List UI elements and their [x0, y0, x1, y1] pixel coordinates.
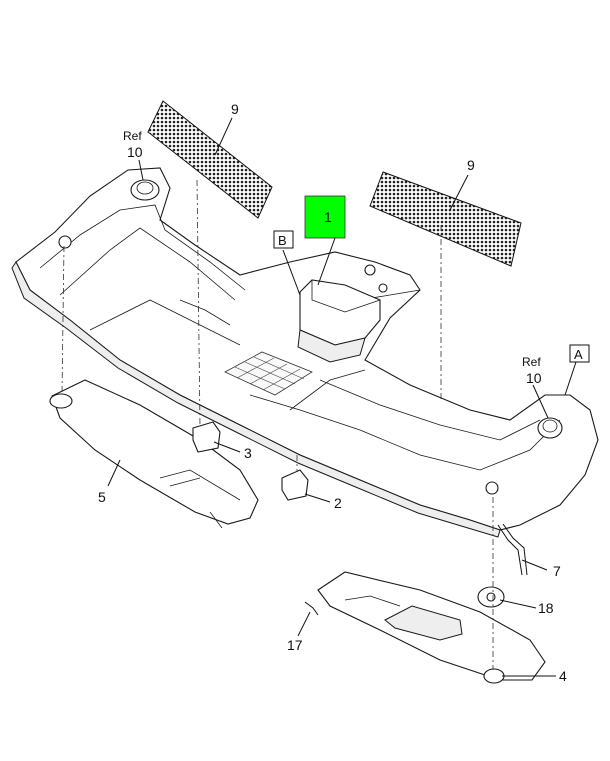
- callout-7: 7: [553, 563, 561, 579]
- view-label-a-box: [569, 344, 590, 363]
- rod-7: [497, 523, 528, 576]
- sun-visor-left: [49, 379, 259, 529]
- sun-visor-right: [317, 571, 546, 684]
- callout-17: 17: [287, 637, 303, 653]
- pivot-bracket-18: [477, 586, 505, 608]
- ref-label-left: Ref: [123, 129, 142, 143]
- rod-17: [304, 601, 319, 616]
- callout-10-right: 10: [526, 370, 542, 386]
- callout-2: 2: [334, 495, 342, 511]
- view-label-b: B: [278, 233, 287, 248]
- callout-1: 1: [324, 209, 332, 225]
- clip-3: [192, 421, 221, 453]
- callout-5: 5: [98, 489, 106, 505]
- part-1-highlight[interactable]: [304, 195, 346, 239]
- callout-4: 4: [559, 668, 567, 684]
- clip-2: [281, 469, 309, 501]
- callout-18: 18: [538, 600, 554, 616]
- view-label-b-box: [273, 230, 294, 249]
- leader-lines: [107, 117, 577, 677]
- callout-10-left: 10: [127, 144, 143, 160]
- view-label-a: A: [574, 347, 583, 362]
- mesh-pad-left: [147, 100, 273, 219]
- console-grid-floor: [224, 351, 313, 396]
- callout-9-left: 9: [231, 101, 239, 117]
- alignment-lines: [61, 179, 494, 670]
- console-trim-panel: [11, 167, 599, 538]
- callout-3: 3: [244, 445, 252, 461]
- ref-label-right: Ref: [522, 355, 541, 369]
- callout-9-right: 9: [467, 157, 475, 173]
- mesh-pad-right: [369, 171, 522, 267]
